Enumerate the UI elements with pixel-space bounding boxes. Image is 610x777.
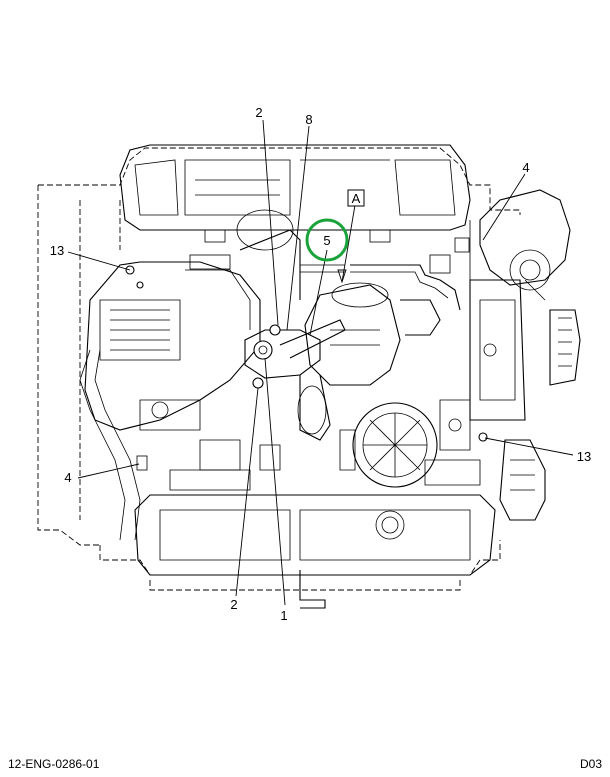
callout-8: 8 [305, 112, 312, 127]
engine-block-outline [37, 147, 521, 591]
sheet-code: D03 [579, 757, 602, 771]
callout-2-bottom: 2 [230, 597, 237, 612]
oil-filter-housing [236, 209, 401, 386]
valve-block [244, 319, 346, 441]
callout-5-highlight[interactable]: 5 [305, 218, 349, 262]
turbo-egr-assembly [454, 189, 581, 521]
callout-5: 5 [323, 233, 330, 248]
callout-4-right: 4 [522, 160, 529, 175]
leader-lines [67, 119, 574, 606]
callout-13-right: 13 [577, 449, 591, 464]
valve-cover-bottom [134, 494, 496, 576]
drawing-number: 12-ENG-0286-01 [8, 757, 100, 771]
callout-a: A [352, 191, 361, 206]
valve-cover-top [119, 144, 471, 243]
pump-wheel [339, 402, 438, 488]
callout-1: 1 [280, 608, 287, 623]
fuel-lines [300, 254, 461, 336]
callout-13-left: 13 [50, 243, 64, 258]
lower-left-hardware [125, 265, 281, 491]
callout-a-box: A [347, 189, 365, 207]
lower-right-housings [424, 399, 488, 486]
dipstick [299, 570, 326, 609]
oil-cooler [79, 254, 261, 541]
highlight-circle [305, 218, 349, 262]
callout-4-left: 4 [64, 470, 71, 485]
callout-2-top: 2 [255, 105, 262, 120]
